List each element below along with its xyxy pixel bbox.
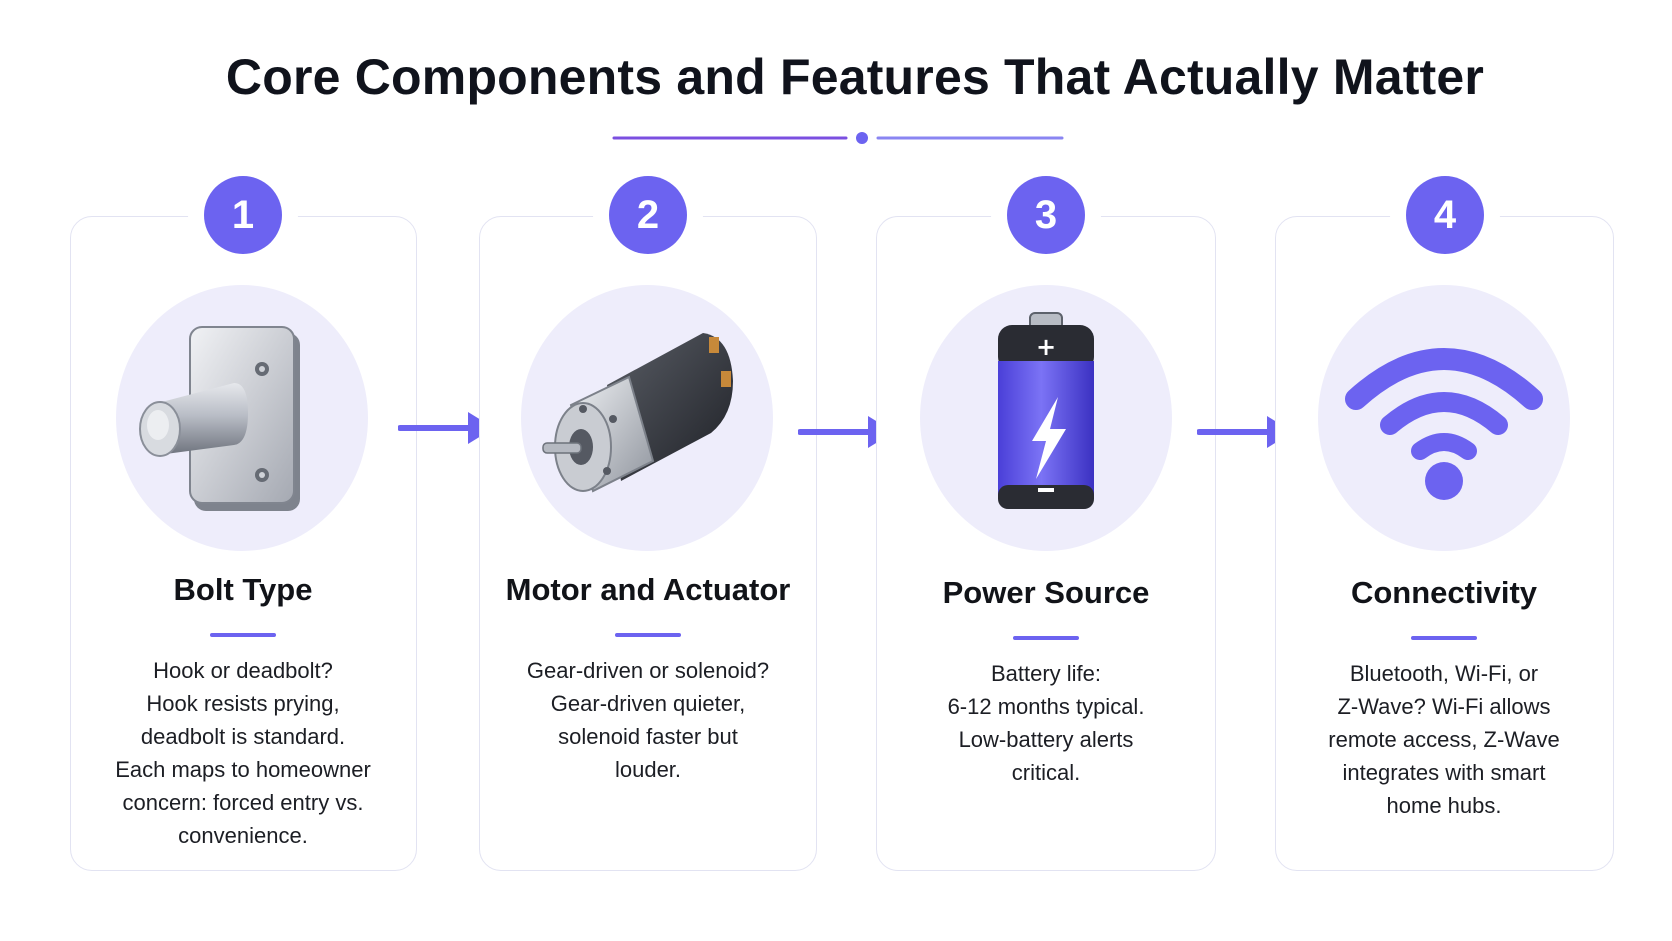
bolt-mechanism-icon	[139, 326, 300, 511]
text-line: critical.	[1011, 760, 1081, 785]
text-line: home hubs.	[1386, 793, 1502, 818]
text-line: remote access, Z-Wave	[1328, 727, 1560, 752]
step-badge-2: 2	[609, 176, 687, 254]
page-title: Core Components and Features That Actual…	[225, 49, 1485, 105]
text-line: Battery life:	[990, 661, 1102, 686]
card-title-motor-actuator: Motor and Actuator	[505, 572, 791, 607]
motor-icon	[542, 333, 733, 493]
text-line: Bluetooth, Wi-Fi, or	[1349, 661, 1539, 686]
bolt-icon-halo	[116, 285, 368, 551]
text-line: louder.	[614, 757, 682, 782]
text-line: deadbolt is standard.	[140, 724, 346, 749]
text-line: 6-12 months typical.	[947, 694, 1145, 719]
card-description-power-source: Battery life: 6-12 months typical. Low-b…	[881, 657, 1211, 789]
text-line: Z-Wave? Wi-Fi allows	[1337, 694, 1551, 719]
card-description-connectivity: Bluetooth, Wi-Fi, or Z-Wave? Wi-Fi allow…	[1279, 657, 1609, 822]
text-line: Hook resists prying,	[146, 691, 340, 716]
title-underline	[612, 132, 1064, 144]
text-line: integrates with smart	[1342, 760, 1546, 785]
battery-icon: +	[998, 312, 1094, 509]
card-description-bolt-type: Hook or deadbolt? Hook resists prying, d…	[78, 654, 408, 852]
text-line: convenience.	[178, 823, 308, 848]
card-rule-3	[1013, 636, 1079, 640]
card-rule-1	[210, 633, 276, 637]
card-title-connectivity: Connectivity	[1350, 575, 1538, 610]
text-line: Gear-driven quieter,	[550, 691, 746, 716]
card-description-motor-actuator: Gear-driven or solenoid? Gear-driven qui…	[483, 654, 813, 786]
card-rule-4	[1411, 636, 1477, 640]
text-line: Each maps to homeowner	[115, 757, 371, 782]
step-badge-4: 4	[1406, 176, 1484, 254]
step-badge-1: 1	[204, 176, 282, 254]
wifi-icon-halo	[1318, 285, 1570, 551]
text-line: solenoid faster but	[558, 724, 738, 749]
text-line: Gear-driven or solenoid?	[526, 658, 770, 683]
text-line: concern: forced entry vs.	[122, 790, 364, 815]
text-line: Low-battery alerts	[958, 727, 1134, 752]
card-title-power-source: Power Source	[942, 575, 1150, 610]
battery-icon-halo: +	[920, 285, 1172, 551]
step-badge-3: 3	[1007, 176, 1085, 254]
motor-icon-halo	[521, 285, 773, 551]
wifi-icon	[1345, 348, 1543, 500]
svg-text:+: +	[1036, 333, 1056, 361]
card-rule-2	[615, 633, 681, 637]
card-title-bolt-type: Bolt Type	[173, 572, 313, 607]
text-line: Hook or deadbolt?	[153, 658, 333, 683]
